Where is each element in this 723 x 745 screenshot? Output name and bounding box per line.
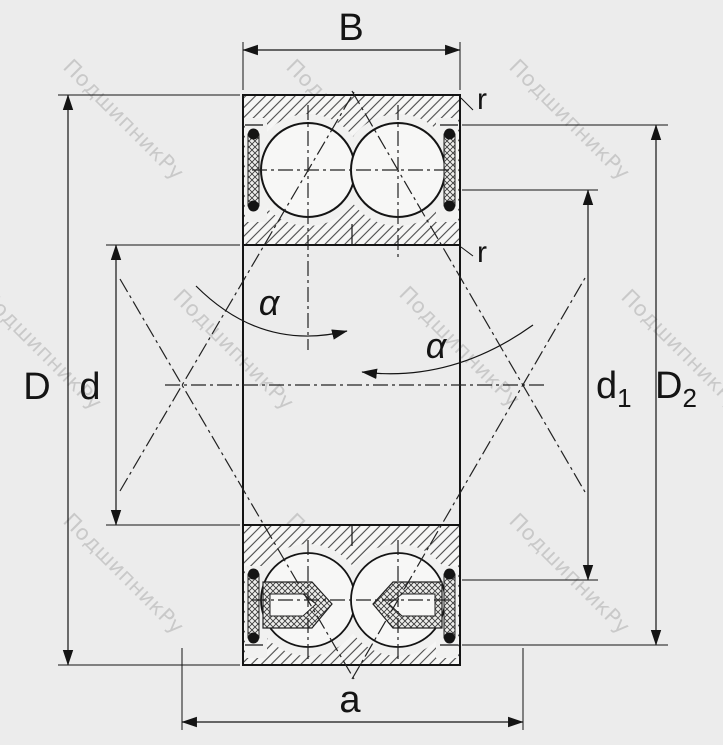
bearing-bottom-section [242, 524, 461, 666]
alpha-label-right: α [426, 325, 448, 366]
r-leader-top [460, 97, 474, 111]
label-d: d [79, 366, 100, 408]
outer-ring-bottom-outline [242, 524, 461, 666]
dimension-d1: d1 [462, 189, 632, 581]
r-leader-inner [460, 246, 474, 257]
fillet-radius-annotations: r r [460, 83, 487, 269]
seal-bottom-left [247, 568, 260, 644]
centerlines [119, 90, 586, 680]
alpha-label-left: α [259, 282, 281, 323]
alpha-arc-right [361, 324, 534, 379]
seal-bottom-right [443, 568, 456, 644]
label-D: D [23, 366, 50, 408]
alpha-arc-left [195, 285, 348, 340]
label-d1: d1 [596, 365, 632, 413]
dimension-d: d [79, 244, 240, 526]
label-B: B [338, 7, 363, 49]
cage-right [372, 581, 443, 629]
dimension-a: a [181, 648, 524, 730]
seal-top-right [443, 128, 456, 212]
dimension-B: B [242, 7, 461, 90]
label-r-inner: r [477, 236, 487, 269]
label-r-top: r [477, 83, 487, 116]
label-D2: D2 [655, 365, 697, 413]
contact-line-1 [119, 91, 355, 492]
contact-angle-annotations: α α [195, 282, 534, 379]
outer-ring-top-outline [242, 94, 461, 246]
dimension-D2: D2 [462, 124, 697, 646]
label-a: a [339, 679, 361, 721]
dimension-D: D [23, 94, 240, 666]
